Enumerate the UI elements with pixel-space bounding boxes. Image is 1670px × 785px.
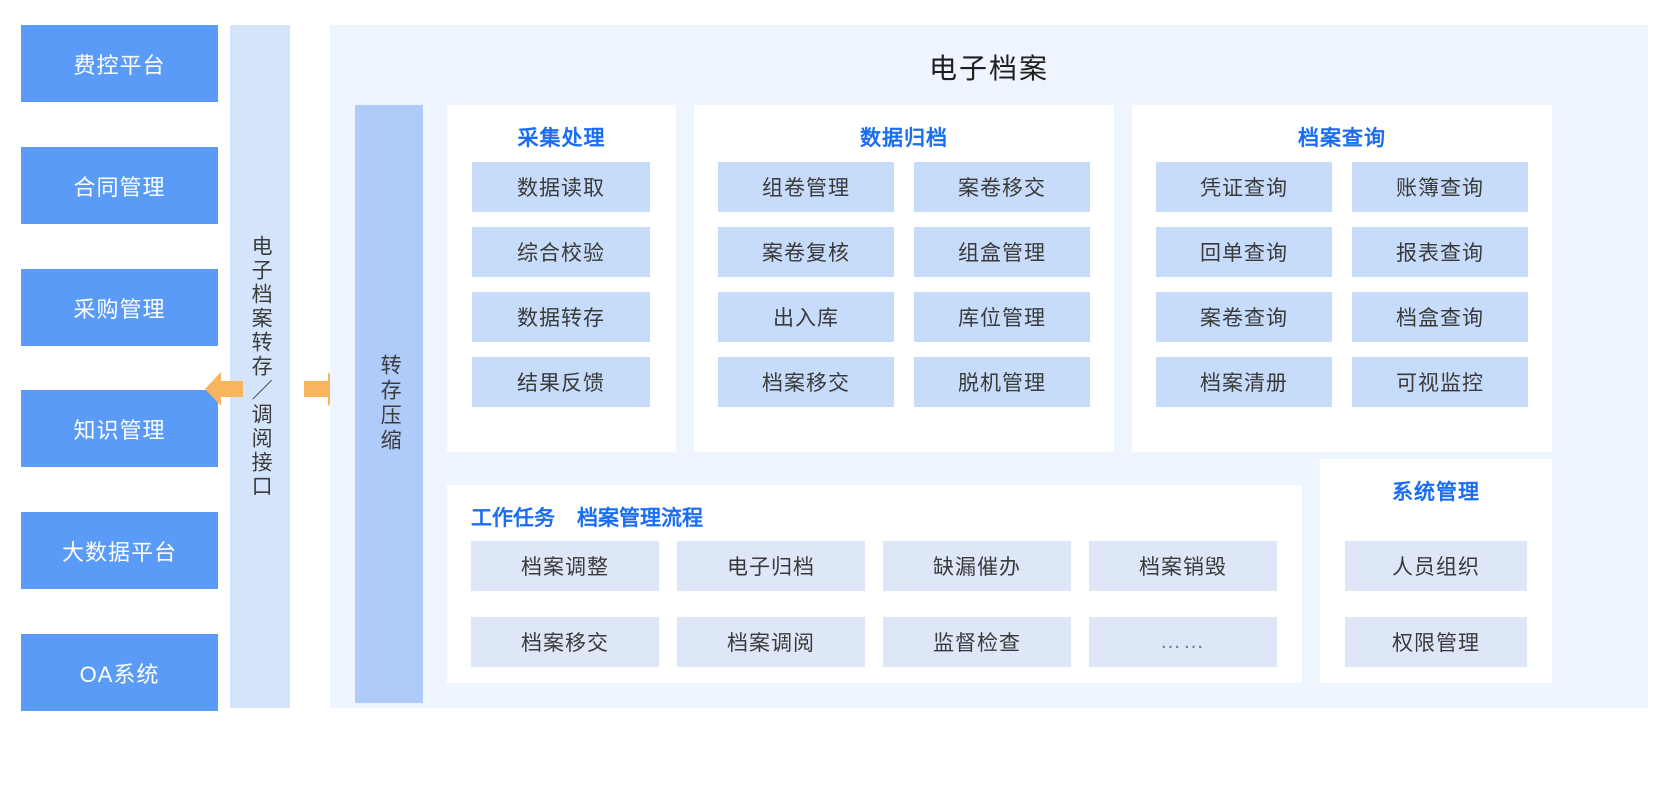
chip-archive-0[interactable]: 组卷管理 (718, 162, 894, 212)
chip-collect-1[interactable]: 综合校验 (472, 227, 650, 277)
group-card-system-admin: 系统管理 人员组织 权限管理 (1320, 459, 1552, 683)
chip-workflow-3[interactable]: 档案销毁 (1089, 541, 1277, 591)
group-card-query: 档案查询 凭证查询 账簿查询 回单查询 报表查询 案卷查询 档盒查询 档案清册 … (1132, 105, 1552, 452)
system-box-cai-gou-guan-li[interactable]: 采购管理 (21, 269, 218, 346)
chip-query-4[interactable]: 案卷查询 (1156, 292, 1332, 342)
group-card-workflow: 工作任务档案管理流程 档案调整 电子归档 缺漏催办 档案销毁 档案移交 档案调阅… (447, 485, 1302, 683)
interface-band-label: 电子档案转存／调阅接口 (249, 234, 273, 499)
chip-system-admin-1[interactable]: 权限管理 (1345, 617, 1527, 667)
chip-query-7[interactable]: 可视监控 (1352, 357, 1528, 407)
chip-workflow-7[interactable]: …… (1089, 617, 1277, 667)
chip-query-6[interactable]: 档案清册 (1156, 357, 1332, 407)
workflow-title-a: 工作任务 (471, 507, 555, 530)
chip-workflow-5[interactable]: 档案调阅 (677, 617, 865, 667)
chip-archive-3[interactable]: 组盒管理 (914, 227, 1090, 277)
chip-system-admin-0[interactable]: 人员组织 (1345, 541, 1527, 591)
chip-archive-1[interactable]: 案卷移交 (914, 162, 1090, 212)
chip-archive-7[interactable]: 脱机管理 (914, 357, 1090, 407)
chip-query-5[interactable]: 档盒查询 (1352, 292, 1528, 342)
transfer-compress-label: 转存压缩 (378, 354, 402, 454)
system-box-label: 采购管理 (73, 296, 166, 322)
group-title-workflow: 工作任务档案管理流程 (447, 502, 1302, 532)
electronic-archive-panel: 电子档案 转存压缩 采集处理 数据读取 综合校验 数据转存 结果反馈 数据归档 … (330, 25, 1648, 708)
chip-archive-5[interactable]: 库位管理 (914, 292, 1090, 342)
chip-workflow-2[interactable]: 缺漏催办 (883, 541, 1071, 591)
system-box-fei-kong-ping-tai[interactable]: 费控平台 (21, 25, 218, 102)
group-card-collect: 采集处理 数据读取 综合校验 数据转存 结果反馈 (447, 105, 676, 452)
system-box-label: OA系统 (79, 661, 160, 687)
transfer-compress-band: 转存压缩 (355, 105, 423, 703)
system-box-zhi-shi-guan-li[interactable]: 知识管理 (21, 390, 218, 467)
chip-collect-2[interactable]: 数据转存 (472, 292, 650, 342)
arrow-left-icon (205, 368, 243, 410)
chip-workflow-4[interactable]: 档案移交 (471, 617, 659, 667)
chip-archive-4[interactable]: 出入库 (718, 292, 894, 342)
chip-archive-6[interactable]: 档案移交 (718, 357, 894, 407)
chip-query-1[interactable]: 账簿查询 (1352, 162, 1528, 212)
group-title-collect: 采集处理 (517, 127, 606, 150)
group-title-archive: 数据归档 (860, 127, 948, 150)
system-box-label: 知识管理 (73, 417, 166, 443)
chip-archive-2[interactable]: 案卷复核 (718, 227, 894, 277)
group-card-archive: 数据归档 组卷管理 案卷移交 案卷复核 组盒管理 出入库 库位管理 档案移交 脱… (694, 105, 1114, 452)
system-box-label: 合同管理 (73, 174, 166, 200)
chip-query-3[interactable]: 报表查询 (1352, 227, 1528, 277)
system-box-label: 大数据平台 (61, 539, 177, 565)
group-title-system-admin: 系统管理 (1392, 481, 1480, 504)
system-box-oa-xi-tong[interactable]: OA系统 (21, 634, 218, 711)
system-box-da-shu-ju-ping-tai[interactable]: 大数据平台 (21, 512, 218, 589)
chip-workflow-0[interactable]: 档案调整 (471, 541, 659, 591)
chip-query-2[interactable]: 回单查询 (1156, 227, 1332, 277)
system-box-he-tong-guan-li[interactable]: 合同管理 (21, 147, 218, 224)
group-title-query: 档案查询 (1298, 127, 1386, 150)
chip-query-0[interactable]: 凭证查询 (1156, 162, 1332, 212)
page-title: 电子档案 (928, 53, 1049, 84)
chip-collect-3[interactable]: 结果反馈 (472, 357, 650, 407)
chip-collect-0[interactable]: 数据读取 (472, 162, 650, 212)
workflow-title-b: 档案管理流程 (577, 507, 703, 530)
chip-workflow-1[interactable]: 电子归档 (677, 541, 865, 591)
system-box-label: 费控平台 (73, 52, 166, 78)
interface-band: 电子档案转存／调阅接口 (230, 25, 290, 708)
chip-workflow-6[interactable]: 监督检查 (883, 617, 1071, 667)
